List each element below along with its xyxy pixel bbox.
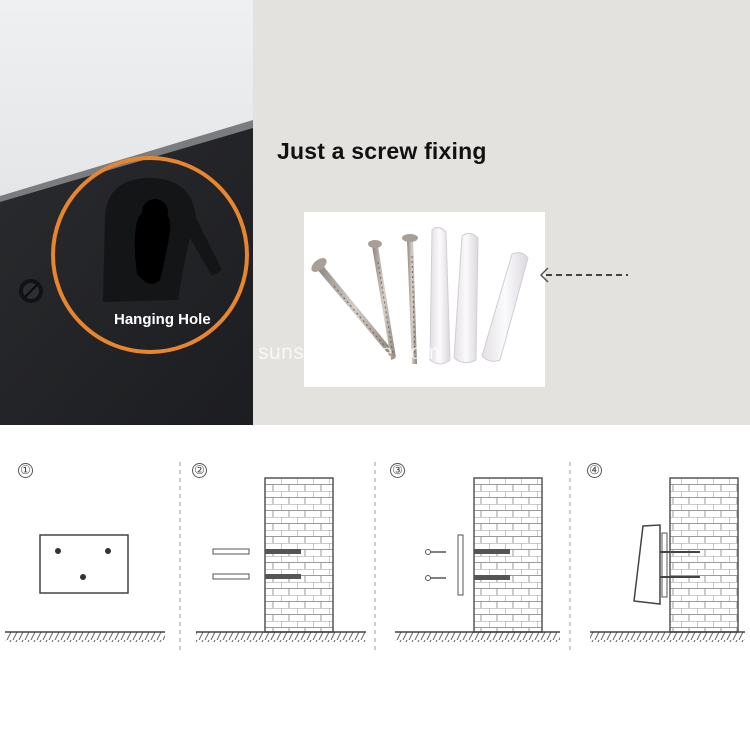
step-number-4: ④ — [587, 463, 602, 478]
step-number-2: ② — [192, 463, 207, 478]
screw-3 — [402, 234, 418, 364]
installation-steps — [5, 462, 745, 652]
mounting-screw-icon — [19, 279, 43, 303]
wall-anchor-3 — [481, 252, 529, 362]
hanging-hole-label: Hanging Hole — [114, 311, 211, 328]
pointer-arrow-icon — [539, 267, 628, 283]
step-4-drawing — [590, 477, 745, 642]
step-1-drawing — [5, 534, 165, 642]
step-number-1: ① — [18, 463, 33, 478]
page-title: Just a screw fixing — [277, 138, 487, 164]
wall-anchor-2 — [453, 232, 479, 364]
hanging-hole-icon — [103, 178, 222, 302]
wall-anchor-1 — [429, 226, 451, 365]
product-photo — [0, 0, 750, 425]
mounted-device — [633, 524, 661, 605]
screw-2 — [368, 240, 396, 360]
drilling-template — [39, 534, 129, 594]
step-number-3: ③ — [390, 463, 405, 478]
step-2-drawing — [196, 477, 366, 642]
drill-mark — [80, 574, 86, 580]
watermark: sunsky-online.com — [258, 341, 441, 364]
step-3-drawing — [395, 477, 560, 642]
screw-1 — [311, 258, 394, 356]
drill-mark — [55, 548, 61, 554]
drill-mark — [105, 548, 111, 554]
highlight-ring — [51, 156, 249, 354]
